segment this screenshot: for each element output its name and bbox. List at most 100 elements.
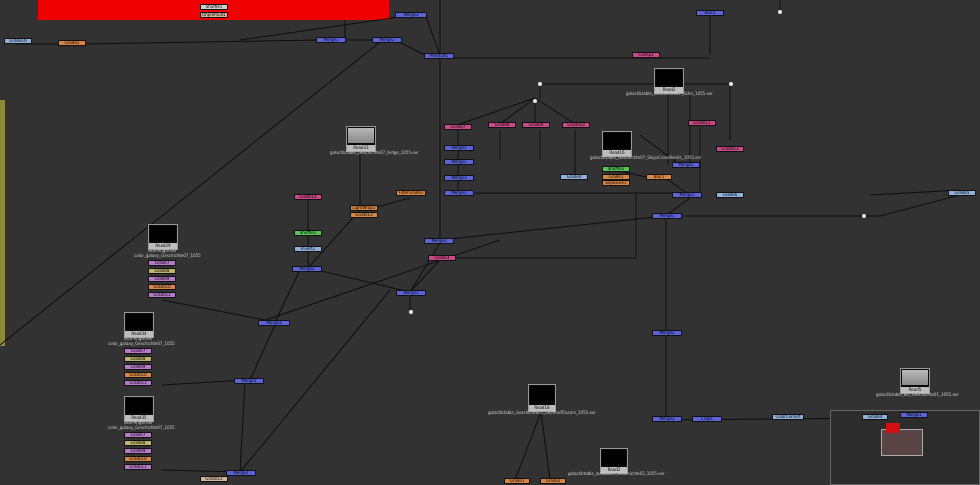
node-merge-top-2[interactable]: Merge2 xyxy=(372,37,402,43)
node-r34-e[interactable]: Grade11 xyxy=(124,380,152,386)
node-merge-l-1[interactable]: Merge2 xyxy=(292,266,322,272)
caption-read35: Gun-Angle.exr xyxy=(124,420,153,425)
dot-b[interactable] xyxy=(533,99,537,103)
node-top-gray-a[interactable]: Shuffle1 xyxy=(200,4,228,10)
node-read23[interactable]: Read23 xyxy=(346,126,376,152)
caption-read2-top: galactiktable_Geschichte07_Schn_1055.exr xyxy=(626,91,713,96)
node-merge-l-2[interactable]: Merge3 xyxy=(258,320,290,326)
caption-read29: Gun-Angle.exr xyxy=(148,248,177,253)
node-grade-viewer[interactable]: Grade4 xyxy=(862,414,888,420)
node-r35-e[interactable]: Grade11 xyxy=(124,464,152,470)
node-read2-bottom[interactable]: Read2 xyxy=(600,448,628,474)
node-read16[interactable]: Read16 xyxy=(602,131,632,157)
node-merge-top-4[interactable]: Premult1 xyxy=(424,53,454,59)
node-r29-d[interactable]: Grade10 xyxy=(148,284,176,290)
node-r35-b[interactable]: Grade8 xyxy=(124,440,152,446)
node-grade9[interactable]: Grade9 xyxy=(522,122,550,128)
node-r29-c[interactable]: Grade9 xyxy=(148,276,176,282)
node-merge-viewer[interactable]: Merge1 xyxy=(900,412,928,418)
node-grade2[interactable]: Grade2 xyxy=(58,40,86,46)
node-read35[interactable]: Read35 xyxy=(124,396,154,422)
node-grade10[interactable]: Grade10 xyxy=(562,122,590,128)
node-r34-d[interactable]: Grade10 xyxy=(124,372,152,378)
caption-read34-sub: color_galaxy_Geschichte07_1055 xyxy=(108,341,175,346)
caption-read18: galactiktable_Geschichte02_landAndTracer… xyxy=(488,410,596,415)
node-grade7[interactable]: Grade7 xyxy=(444,124,472,130)
node-merge-mid-3[interactable]: Merge3 xyxy=(444,175,474,181)
node-blur1[interactable]: Blur1 xyxy=(646,174,672,180)
viewer-frame xyxy=(881,429,923,456)
caption-read34: Gun-Angle.exr xyxy=(124,336,153,341)
node-grade1b[interactable]: Exposure1 xyxy=(602,180,630,186)
node-merge-rb-3[interactable]: Crop1 xyxy=(692,416,722,422)
caption-read23: galactiktable_Geschichte07_brdge_1055.ex… xyxy=(330,150,419,155)
dot-a[interactable] xyxy=(538,82,542,86)
node-merge-l-3[interactable]: Merge1 xyxy=(234,378,264,384)
node-grade16[interactable]: Grade16 xyxy=(4,38,32,44)
caption-read29-sub: color_galaxy_Geschichte07_1055 xyxy=(134,253,201,258)
node-r29-b[interactable]: Grade8 xyxy=(148,268,176,274)
node-grade-red-left[interactable]: Grade14 xyxy=(294,194,322,200)
dot-d[interactable] xyxy=(862,214,866,218)
node-read34[interactable]: Read34 xyxy=(124,312,154,338)
node-merge-top-5[interactable]: Blur2 xyxy=(696,10,724,16)
node-grade5[interactable]: Grade5 xyxy=(948,190,976,196)
node-r35-d[interactable]: Grade10 xyxy=(124,456,152,462)
node-shuffle-green[interactable]: Shuffle1 xyxy=(602,166,630,172)
node-r35-a[interactable]: Grade7 xyxy=(124,432,152,438)
node-shuffle-left[interactable]: Shuffle1 xyxy=(294,230,322,236)
node-lightwrap-b[interactable]: Grade13 xyxy=(350,212,378,218)
backdrop-olive[interactable] xyxy=(0,100,5,346)
node-grade8[interactable]: Grade8 xyxy=(488,122,516,128)
node-merge-top-1[interactable]: Merge1 xyxy=(316,37,346,43)
node-merge-r-2[interactable]: Merge3 xyxy=(672,192,702,198)
node-merge-c-2[interactable]: Merge1 xyxy=(396,290,426,296)
dot-e[interactable] xyxy=(409,310,413,314)
node-read29[interactable]: Read29 xyxy=(148,224,178,250)
viewer-mini-panel[interactable] xyxy=(830,410,980,485)
node-merge-mid-1[interactable]: Merge1 xyxy=(444,145,474,151)
node-r34-c[interactable]: Grade9 xyxy=(124,364,152,370)
node-top-peach[interactable]: Unpremult1 xyxy=(200,12,228,18)
node-r29-e[interactable]: Grade11 xyxy=(148,292,176,298)
node-merge-c-1[interactable]: Merge3 xyxy=(424,238,454,244)
dot-top-right[interactable] xyxy=(778,10,782,14)
node-colorcorrect[interactable]: ColorCorrect xyxy=(772,414,804,420)
node-merge-rb-2[interactable]: Merge3 xyxy=(652,416,682,422)
dot-c[interactable] xyxy=(729,82,733,86)
node-read18[interactable]: Read18 xyxy=(528,384,556,412)
node-merge-l-4[interactable]: Merge2 xyxy=(226,470,256,476)
node-r29-a[interactable]: Grade7 xyxy=(148,260,176,266)
node-merge-r-1[interactable]: Merge2 xyxy=(672,162,700,168)
node-grade-blue-1[interactable]: Grade4 xyxy=(560,174,588,180)
caption-read16: galactiktable_Geschichte07_ShipsCrossNor… xyxy=(590,155,702,160)
node-grade1[interactable]: Grade1 xyxy=(602,174,630,180)
caption-read5: galactiktable_BG_Geschichte01_1055.exr xyxy=(876,392,959,397)
node-r35-c[interactable]: Grade9 xyxy=(124,448,152,454)
node-invert[interactable]: Invert2 xyxy=(294,246,322,252)
node-merge-rb-1[interactable]: Merge2 xyxy=(652,330,682,336)
node-r34-a[interactable]: Grade7 xyxy=(124,348,152,354)
node-bottom-peach[interactable]: Grade12 xyxy=(200,476,228,482)
backdrop-red[interactable] xyxy=(38,0,389,20)
node-merge-r-3[interactable]: Merge1 xyxy=(652,213,682,219)
node-grade6[interactable]: Grade6 xyxy=(716,192,744,198)
caption-read2-bottom: galactiktable_landLaser_Geschichte03_105… xyxy=(568,471,665,476)
node-read5[interactable]: Read5 xyxy=(900,368,930,394)
node-merge-mid-2[interactable]: Merge2 xyxy=(444,159,474,165)
caption-read35-sub: color_galaxy_Geschichte07_1055 xyxy=(108,425,175,430)
node-clamp[interactable]: Clamp1 xyxy=(632,52,660,58)
node-grade12[interactable]: Grade12 xyxy=(716,146,744,152)
node-grade-bl[interactable]: Grade1 xyxy=(504,478,530,484)
node-merge-top-3[interactable]: Merge3 xyxy=(395,12,427,18)
node-read2-top[interactable]: Read2 xyxy=(654,68,684,94)
node-filtergrade[interactable]: FilterGrade1 xyxy=(396,190,426,196)
node-merge-mid-4[interactable]: Merge1 xyxy=(444,190,474,196)
node-r34-b[interactable]: Grade8 xyxy=(124,356,152,362)
node-grade-bl2[interactable]: Grade2 xyxy=(540,478,566,484)
node-lightwrap[interactable]: LightWrap1 xyxy=(350,205,378,211)
node-grade11[interactable]: Grade11 xyxy=(688,120,716,126)
viewer-red-block xyxy=(886,423,900,433)
node-grade-red-c[interactable]: Grade3 xyxy=(428,255,456,261)
